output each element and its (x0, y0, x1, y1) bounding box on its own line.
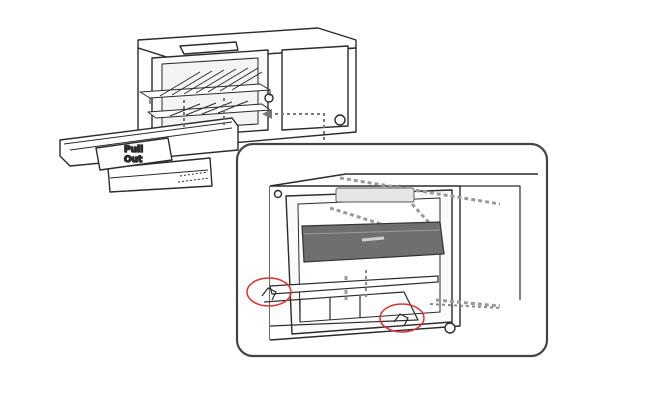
hook-right-icon (393, 313, 409, 327)
callout-detail-panel (235, 142, 549, 358)
toaster-oven-overview: Pull Out (59, 27, 357, 193)
upper-wire-rack (139, 67, 271, 104)
rack-detail (263, 275, 439, 327)
top-handle (179, 41, 239, 55)
out-label: Out (124, 155, 143, 165)
top-handle-detail (335, 187, 415, 203)
rack-hook-highlight-right (379, 303, 425, 333)
heating-element (301, 221, 445, 263)
pull-direction-arrows (183, 98, 325, 140)
arrow-head-icon (262, 109, 272, 119)
rack-hook-highlight-left (246, 277, 292, 307)
pull-label: Pull (124, 145, 143, 155)
hook-left-icon (261, 287, 277, 301)
crumb-tray (107, 157, 213, 193)
pull-out-label-card: Pull Out (95, 137, 173, 171)
